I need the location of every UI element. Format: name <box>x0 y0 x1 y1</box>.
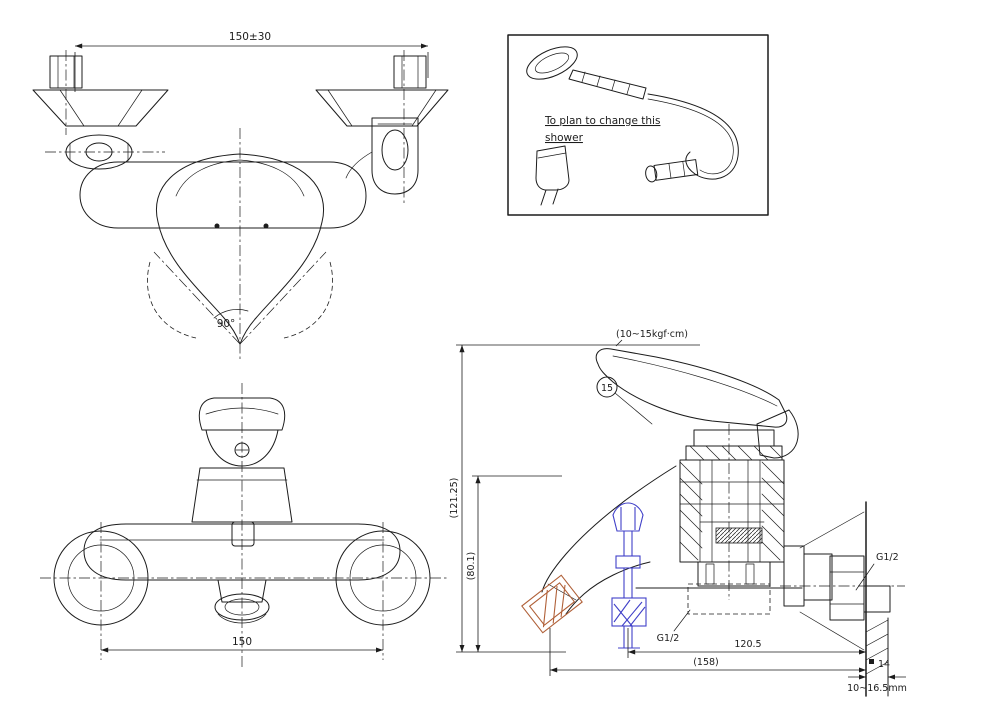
shower-note-line2: shower <box>545 132 584 144</box>
hose-connector-sketch <box>645 159 699 183</box>
wall-union-section: G1/2 <box>780 501 905 697</box>
section-view-drawing: (121.25) (80.1) (10~15kgf·cm) 15 <box>449 329 907 697</box>
height-total-dim-label: (121.25) <box>449 478 460 519</box>
right-wall-union-top <box>315 55 449 195</box>
section-bottom-dimensions: G1/2 120.5 (158) 14 10~16.5mm <box>549 609 907 694</box>
torque-note: (10~15kgf·cm) <box>615 329 688 347</box>
top-width-dim-label: 150±30 <box>229 31 271 43</box>
diverter-assembly-section <box>611 502 647 649</box>
depth-total-dim-label: (158) <box>693 657 719 668</box>
mixer-body-top: 90° <box>79 153 367 345</box>
spout-front <box>214 579 270 624</box>
shower-replacement-note: To plan to change this shower <box>507 34 769 216</box>
depth-dim-label: 120.5 <box>734 639 761 650</box>
diverter-knob-front <box>231 521 255 547</box>
top-view-drawing: 150±30 <box>32 31 449 362</box>
handle-lever-front <box>198 397 286 467</box>
cartridge-body-section <box>635 424 803 615</box>
spout-section <box>541 465 677 615</box>
torque-note-label: (10~15kgf·cm) <box>616 329 688 340</box>
front-view-dimension: 150 <box>101 636 383 653</box>
wall-range-dim-label: 10~16.5mm <box>847 683 907 694</box>
front-width-dim-label: 150 <box>232 636 252 648</box>
spout-aerator-section <box>521 574 583 634</box>
wall-offset-dim-label: 14 <box>878 659 890 670</box>
wall-thread-label: G1/2 <box>876 552 899 563</box>
left-wall-union-top <box>32 55 169 170</box>
front-view-drawing: 150 <box>40 383 447 668</box>
balloon-15-label: 15 <box>601 383 613 394</box>
escutcheon-front <box>191 467 293 523</box>
section-height-dimensions: (121.25) (80.1) <box>449 344 700 653</box>
inlet-thread-label: G1/2 <box>657 633 680 644</box>
wall-bracket-sketch <box>535 145 570 206</box>
mixer-body-front <box>53 521 431 626</box>
handle-lever-section <box>595 348 799 459</box>
angle-label: 90° <box>217 318 236 330</box>
height-partial-dim-label: (80.1) <box>466 552 477 581</box>
shower-note-line1: To plan to change this <box>544 115 660 127</box>
hand-shower-sketch <box>526 46 739 180</box>
top-view-dimension: 150±30 <box>74 31 429 92</box>
